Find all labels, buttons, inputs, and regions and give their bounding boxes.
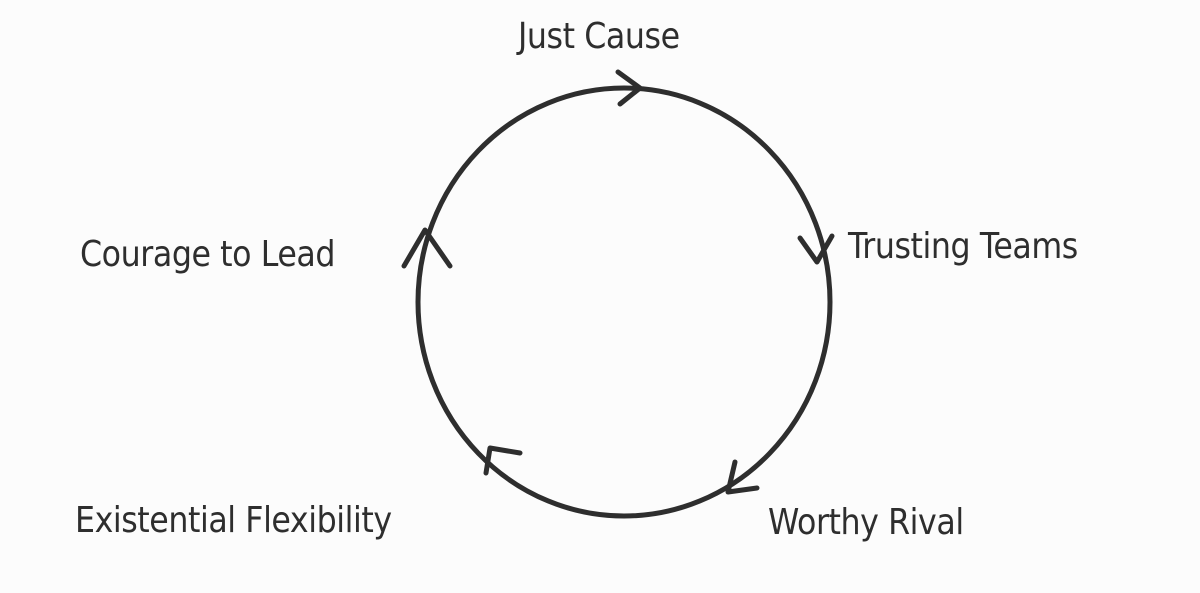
node-label-trusting-teams: Trusting Teams	[848, 226, 1078, 267]
arrow-icon-top	[615, 69, 643, 107]
node-label-existential-flexibility: Existential Flexibility	[75, 500, 392, 541]
arrow-icon-right	[797, 233, 835, 265]
cycle-circle	[415, 85, 833, 519]
node-label-worthy-rival: Worthy Rival	[768, 502, 964, 543]
arrow-icon-left	[401, 227, 453, 269]
arrow-icon-bottom-right	[725, 459, 760, 495]
node-label-courage-to-lead: Courage to Lead	[80, 234, 336, 275]
node-label-just-cause: Just Cause	[518, 16, 680, 57]
arrow-icon-bottom-left	[483, 445, 523, 476]
